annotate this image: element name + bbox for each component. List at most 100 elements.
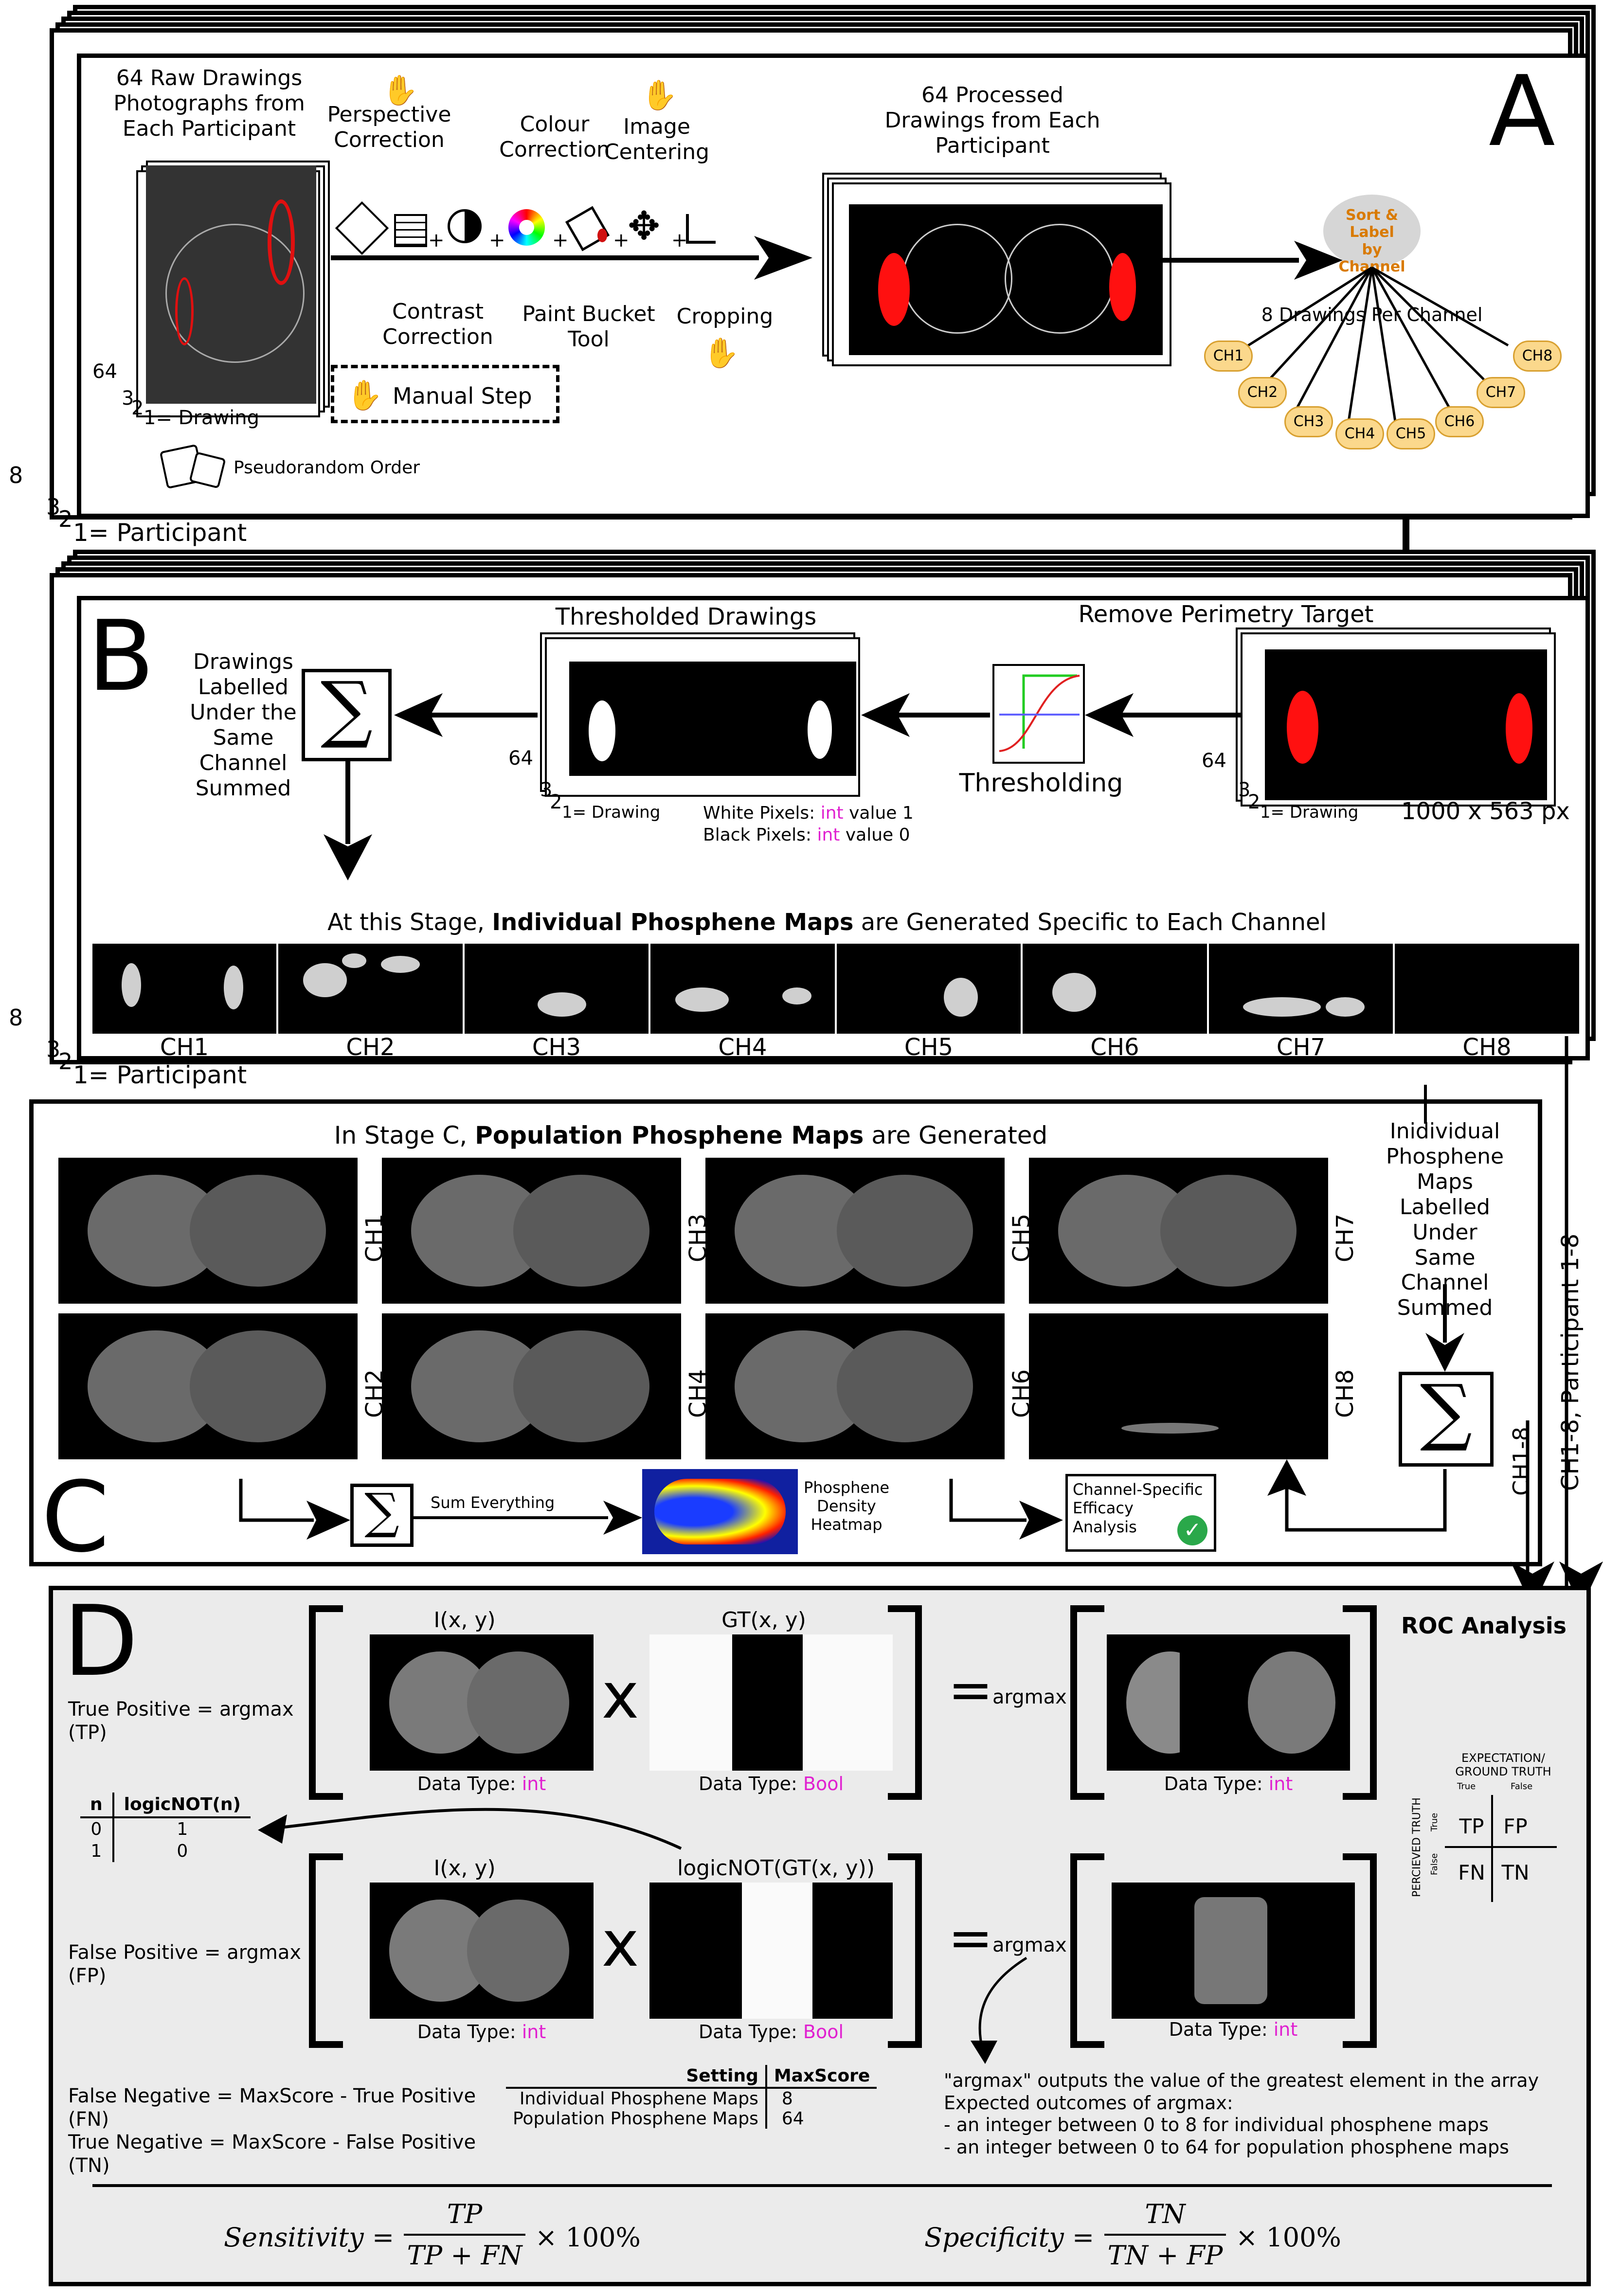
processed-drawing: [849, 204, 1163, 355]
stage-c-title: In Stage C, Population Phosphene Maps ar…: [334, 1121, 1048, 1149]
b-participant-8: 8: [9, 1004, 23, 1031]
panel-c-letter: C: [41, 1461, 109, 1574]
colour-label: Colour Correction: [499, 112, 610, 162]
i-xy-dtype-2: Data Type: int: [417, 2021, 546, 2043]
drawings-summed-label: Drawings Labelled Under the Same Channel…: [190, 649, 297, 801]
logic-cell: 0: [80, 1817, 114, 1840]
gt-xy-dtype: Data Type: Bool: [698, 1773, 844, 1794]
to-sort-arrow: [1163, 241, 1343, 280]
confusion-top-label: EXPECTATION/ GROUND TRUTH: [1455, 1751, 1551, 1779]
specificity-formula: Specificity = TN TN + FP × 100%: [924, 2199, 1362, 2272]
argmax-note-arrow: [971, 1956, 1027, 2064]
manual-step-legend: ✋ Manual Step: [331, 365, 559, 423]
remove-target-label: Remove Perimetry Target: [1078, 601, 1374, 628]
b-right-stack-count: 64: [1202, 750, 1226, 772]
hand-icon-centering: ✋: [641, 78, 678, 112]
efficacy-box: Channel-Specific Efficacy Analysis ✓: [1065, 1474, 1216, 1552]
individual-map-6: [1023, 944, 1209, 1034]
b-mid-stack-3: 3: [540, 779, 553, 801]
sensitivity-lhs: Sensitivity =: [224, 2222, 395, 2253]
population-map-ch6: [705, 1313, 1005, 1459]
resolution-label: 1000 x 563 px: [1401, 798, 1570, 825]
confusion-false-col: False: [1511, 1781, 1533, 1792]
thresholding-label: Thresholding: [959, 769, 1123, 798]
setting-header: Setting: [506, 2065, 767, 2089]
fp-result-dtype: Data Type: int: [1169, 2019, 1298, 2040]
paint-drop-icon: [597, 229, 607, 242]
channel-chip-1: CH1: [1204, 341, 1253, 372]
paint-bucket-label: Paint Bucket Tool: [522, 302, 655, 352]
individual-map-7: [1209, 944, 1395, 1034]
gt-xy-image: [649, 1634, 893, 1771]
channel-chip-8: CH8: [1513, 341, 1562, 372]
manual-step-text: Manual Step: [393, 383, 532, 409]
sum-everything-arrow: [414, 1501, 642, 1535]
argmax-1: argmax: [992, 1686, 1067, 1708]
specificity-lhs: Specificity =: [924, 2222, 1095, 2253]
logicnot-gt-label: logicNOT(GT(x, y)): [677, 1856, 875, 1881]
setting-cell: Population Phosphene Maps: [506, 2109, 767, 2129]
i-xy-dtype-1: Data Type: int: [417, 1773, 546, 1794]
i-xy-image-2: [370, 1883, 594, 2019]
i-xy-label-1: I(x, y): [433, 1608, 496, 1632]
maxscore-cell: 8: [781, 2089, 793, 2109]
panel-d-letter: D: [63, 1585, 139, 1698]
b-participant-label: 1= Participant: [73, 1061, 247, 1089]
logicnot-gt-image: [649, 1883, 893, 2019]
centering-label: Image Centering: [604, 114, 710, 164]
raw-stack-count: 64: [92, 360, 117, 383]
to-roc-arrows: [1511, 1561, 1603, 1608]
target-removed-image: [1265, 649, 1547, 800]
channel-chip-5: CH5: [1387, 418, 1435, 449]
sum-to-efficacy-arrow: [1267, 1459, 1447, 1532]
raw-stack-2: 2: [131, 397, 144, 419]
panel-a-letter: A: [1489, 55, 1555, 168]
channel-fan-arrows: [1240, 266, 1509, 429]
a-participant-label: 1= Participant: [73, 519, 247, 547]
confusion-side-label: PERCIEVED TRUTH: [1411, 1797, 1423, 1897]
confusion-fp: FP: [1503, 1814, 1528, 1838]
individual-map-label-4: CH4: [718, 1034, 767, 1061]
threshold-icon: [992, 664, 1085, 764]
to-threshold-arrow: [1085, 693, 1241, 737]
logic-cell: 1: [177, 1819, 188, 1839]
fp-label: False Positive = argmax (FP): [68, 1941, 302, 1987]
gt-xy-label: GT(x, y): [721, 1608, 806, 1632]
confusion-tn: TN: [1501, 1861, 1530, 1884]
times-1: x: [601, 1659, 639, 1733]
formula-divider: [92, 2184, 1552, 2187]
b-mid-stack-2: 2: [550, 791, 562, 813]
logic-header-n: n: [80, 1793, 114, 1818]
individual-map-label-1: CH1: [160, 1034, 209, 1061]
argmax-2: argmax: [992, 1934, 1067, 1956]
plus-3: +: [552, 229, 569, 251]
i-xy-label-2: I(x, y): [433, 1856, 496, 1881]
plus-5: +: [671, 229, 688, 251]
efficacy-arrow: [949, 1479, 1063, 1540]
individual-map-5: [837, 944, 1023, 1034]
b-mid-drawing-label: 1= Drawing: [562, 803, 661, 822]
i-xy-image-1: [370, 1634, 594, 1771]
specificity-num: TN: [1145, 2199, 1186, 2229]
specificity-tail: × 100%: [1236, 2222, 1341, 2253]
equals-2: =: [948, 1907, 993, 1969]
logic-not-arrow: [258, 1808, 682, 1850]
channel-chip-4: CH4: [1335, 418, 1384, 449]
density-heatmap: [642, 1469, 798, 1554]
check-icon: ✓: [1177, 1515, 1207, 1545]
logic-cell: 1: [80, 1840, 114, 1862]
pipeline-arrow: [331, 236, 812, 280]
individual-map-4: [650, 944, 837, 1034]
population-map-ch7: [1029, 1158, 1328, 1304]
grid-icon: [394, 214, 427, 247]
sum-icon-c-right: ∑: [1399, 1372, 1494, 1467]
b-mid-stack-count: 64: [508, 747, 533, 770]
argmax-note: "argmax" outputs the value of the greate…: [944, 2070, 1539, 2158]
confusion-matrix: EXPECTATION/ GROUND TRUTH True False PER…: [1411, 1751, 1576, 1912]
population-map-ch2: [58, 1313, 358, 1459]
channel-chip-6: CH6: [1435, 406, 1484, 437]
contrast-icon: [448, 209, 482, 243]
sum-icon-c-left: ∑: [350, 1484, 414, 1547]
b-participant-3: 3: [46, 1036, 61, 1062]
sensitivity-tail: × 100%: [535, 2222, 641, 2253]
